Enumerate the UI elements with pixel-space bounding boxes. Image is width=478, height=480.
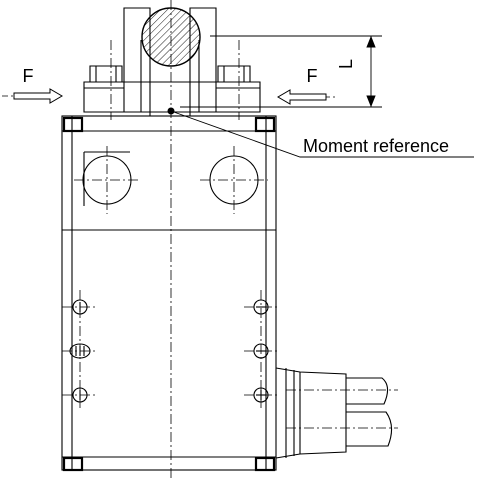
connector-housing <box>275 367 347 459</box>
ports <box>69 299 269 403</box>
bolt-bottom-right <box>254 456 276 472</box>
upper-cable <box>346 377 389 405</box>
body-outline <box>61 115 277 471</box>
side-connectors <box>275 367 393 459</box>
force-label-left: F <box>23 66 34 86</box>
moment-reference-label: Moment reference <box>303 136 449 156</box>
force-label-right: F <box>307 66 318 86</box>
gripper-body <box>61 115 277 472</box>
moment-reference-callout <box>167 107 474 158</box>
right-screw-head <box>217 65 251 83</box>
centerlines <box>62 0 398 480</box>
bolt-top-left <box>62 116 84 133</box>
top-plate <box>83 81 261 113</box>
dimension-length <box>180 35 382 108</box>
force-arrow-right <box>277 89 336 105</box>
bolt-bottom-left <box>62 456 84 472</box>
length-label: L <box>336 59 356 69</box>
lower-cable <box>346 411 393 447</box>
left-screw-head <box>89 65 123 83</box>
force-arrow-left <box>2 88 63 104</box>
bolt-top-right <box>254 116 276 133</box>
